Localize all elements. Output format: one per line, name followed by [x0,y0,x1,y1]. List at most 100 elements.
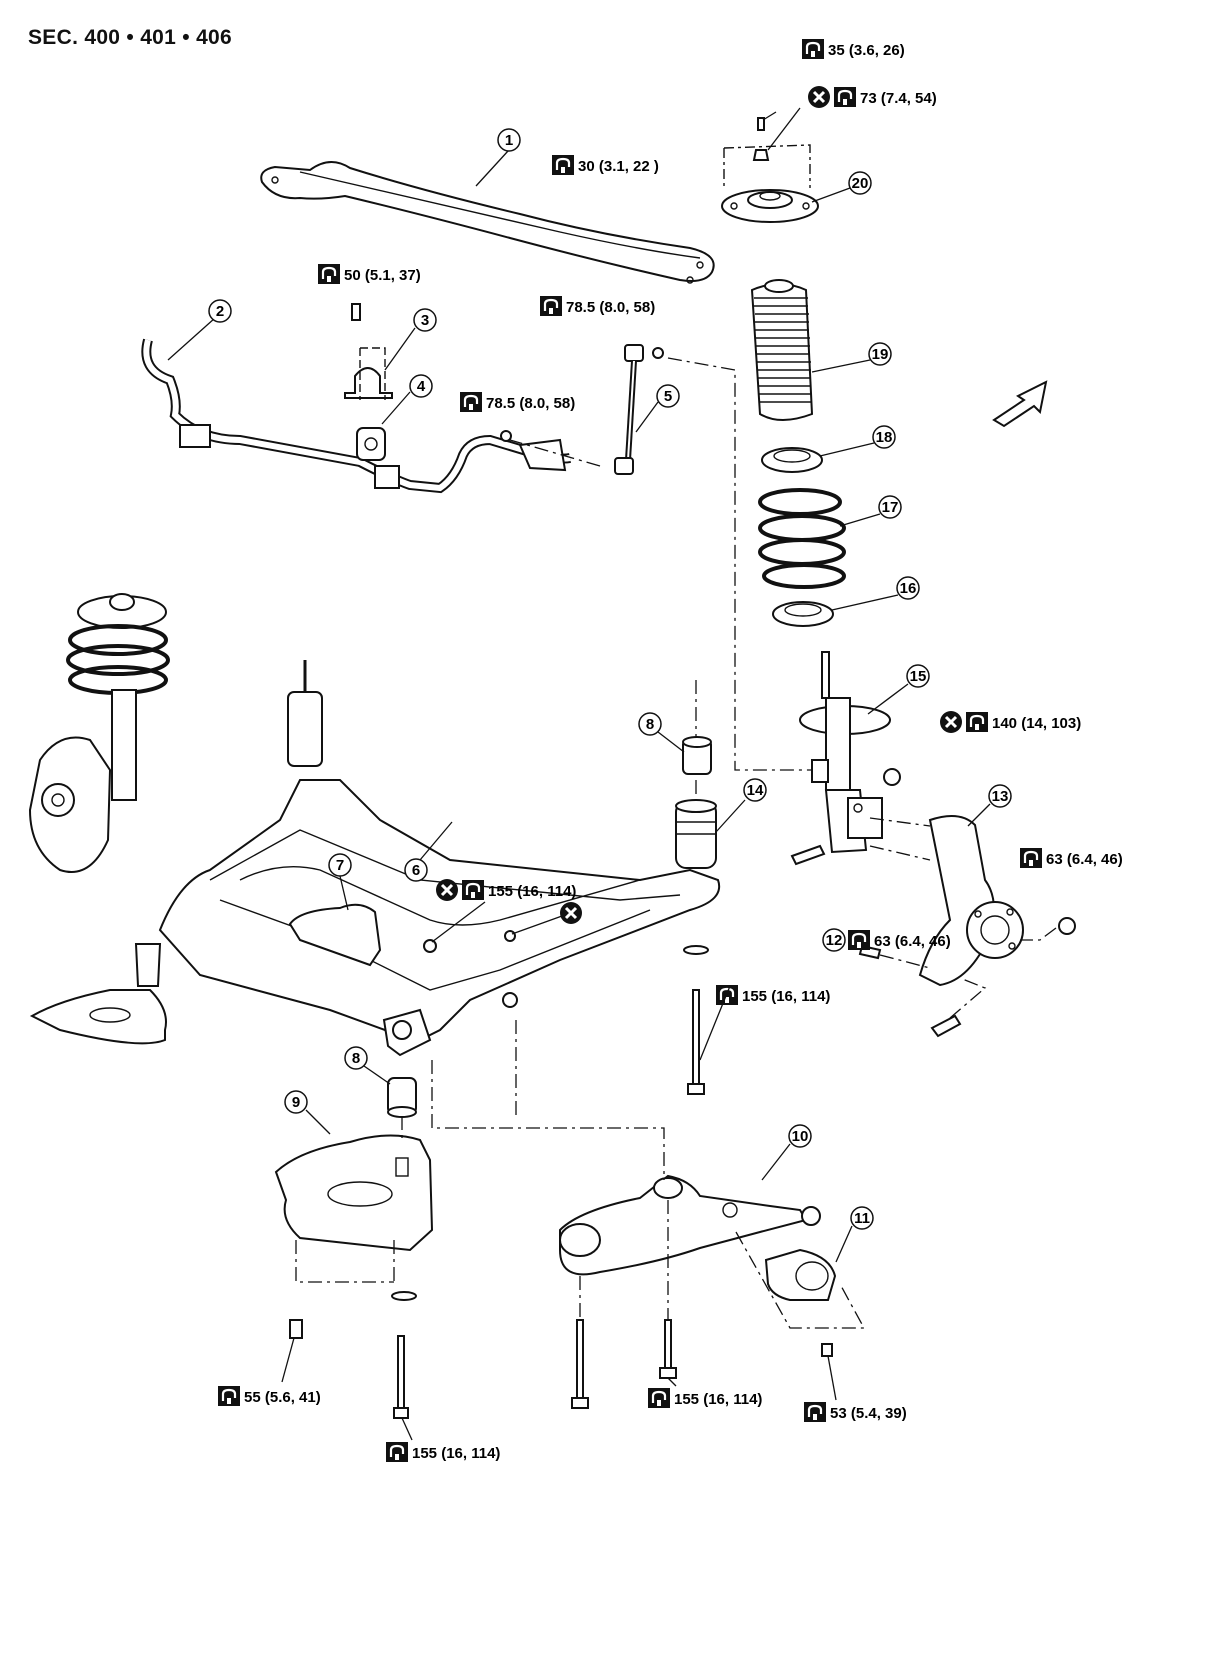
torque-wrench-icon [646,1386,672,1410]
part-1-cross-member [260,161,715,284]
svg-text:20: 20 [852,175,869,192]
non-reusable-x-icon [434,877,460,903]
svg-text:16: 16 [900,580,917,597]
long-bolt-right [687,989,705,1095]
torque-wrench-icon [538,294,564,318]
torque-35: 35 (3.6, 26) [800,37,905,61]
torque-wrench-icon [458,390,484,414]
svg-text:155 (16, 114): 155 (16, 114) [488,883,576,900]
callout-9: 9 [284,1090,308,1114]
svg-text:9: 9 [292,1094,300,1111]
svg-text:17: 17 [882,499,899,516]
part-8-upper-bushing [682,736,712,775]
callout-11: 11 [850,1206,874,1230]
svg-text:1: 1 [505,132,513,149]
svg-text:4: 4 [417,378,426,395]
callout-6: 6 [404,858,428,882]
torque-155-subframe: 155 (16, 114) [434,877,584,926]
torque-wrench-icon [216,1384,242,1408]
torque-140: 140 (14, 103) [938,709,1081,735]
svg-text:78.5 (8.0, 58): 78.5 (8.0, 58) [566,299,655,316]
callout-8-upper: 8 [638,712,662,736]
svg-text:63 (6.4, 46): 63 (6.4, 46) [874,933,951,950]
svg-text:3: 3 [421,312,429,329]
part-13-knuckle [918,815,1024,987]
svg-text:5: 5 [664,388,672,405]
torque-wrench-icon [800,37,826,61]
assembled-strut-left [28,593,170,873]
svg-text:78.5 (8.0, 58): 78.5 (8.0, 58) [486,395,575,412]
part-16-lower-insulator [772,601,834,627]
svg-text:18: 18 [876,429,893,446]
front-direction-arrow-icon [992,380,1048,428]
part-10-lower-arm [559,1174,821,1276]
non-reusable-x-icon [806,84,832,110]
callout-16: 16 [896,576,920,600]
svg-text:6: 6 [412,862,420,879]
torque-155-arm: 155 (16, 114) [646,1386,762,1410]
svg-text:155 (16, 114): 155 (16, 114) [742,988,830,1005]
torque-wrench-icon [550,153,576,177]
callout-14: 14 [743,778,767,802]
svg-text:30 (3.1, 22 ): 30 (3.1, 22 ) [578,158,659,175]
svg-text:8: 8 [352,1050,360,1067]
callout-4: 4 [409,374,433,398]
torque-wrench-icon [832,85,858,109]
torque-63-right: 63 (6.4, 46) [1018,846,1123,870]
svg-text:14: 14 [747,782,764,799]
svg-text:19: 19 [872,346,889,363]
torque-78-5-link-bottom: 78.5 (8.0, 58) [458,390,575,414]
torque-78-5-link-top: 78.5 (8.0, 58) [538,294,655,318]
svg-text:155 (16, 114): 155 (16, 114) [674,1391,762,1408]
part-11-bracket [735,1231,866,1357]
svg-text:140 (14, 103): 140 (14, 103) [992,715,1081,732]
non-reusable-x-icon [558,900,584,926]
part-14-mount-insulator [675,799,717,869]
part-9-plate [274,1134,434,1419]
svg-text:2: 2 [216,303,224,320]
svg-text:11: 11 [854,1210,870,1227]
svg-text:55 (5.6, 41): 55 (5.6, 41) [244,1389,321,1406]
callout-7: 7 [328,853,352,877]
part-15-strut [799,651,891,854]
svg-text:50 (5.1, 37): 50 (5.1, 37) [344,267,421,284]
torque-73: 73 (7.4, 54) [806,84,937,110]
svg-text:35 (3.6, 26): 35 (3.6, 26) [828,42,905,59]
torque-30: 30 (3.1, 22 ) [550,153,659,177]
torque-wrench-icon [384,1440,410,1464]
torque-155-rear-bolt: 155 (16, 114) [714,983,830,1007]
part-3-clamp [344,303,393,400]
non-reusable-x-icon [938,709,964,735]
callout-15: 15 [906,664,930,688]
torque-155-plate: 155 (16, 114) [384,1440,500,1464]
callout-8-lower: 8 [344,1046,368,1070]
torque-wrench-icon [316,262,342,286]
callout-13: 13 [988,784,1012,808]
callout-1: 1 [497,128,521,152]
torque-wrench-icon [460,878,486,902]
callout-18: 18 [872,425,896,449]
part-17-coil-spring [758,488,846,589]
part-5-stabilizer-link [500,344,664,475]
callout-2: 2 [208,299,232,323]
part-18-upper-spring-seat [761,447,823,473]
callout-20: 20 [848,171,872,195]
callout-5: 5 [656,384,680,408]
part-19-dust-boot [750,279,814,421]
svg-text:63 (6.4, 46): 63 (6.4, 46) [1046,851,1123,868]
callout-3: 3 [413,308,437,332]
callout-12: 12 [822,928,846,952]
svg-text:12: 12 [826,932,843,949]
torque-wrench-icon [846,928,872,952]
torque-53: 53 (5.4, 39) [802,1400,907,1424]
subframe [29,660,721,1057]
torque-50: 50 (5.1, 37) [316,262,421,286]
part-2-stabilizer-bar [141,338,571,494]
callout-19: 19 [868,342,892,366]
part-20-strut-mount [721,117,819,223]
svg-text:155 (16, 114): 155 (16, 114) [412,1445,500,1462]
torque-wrench-icon [1018,846,1044,870]
torque-wrench-icon [964,710,990,734]
